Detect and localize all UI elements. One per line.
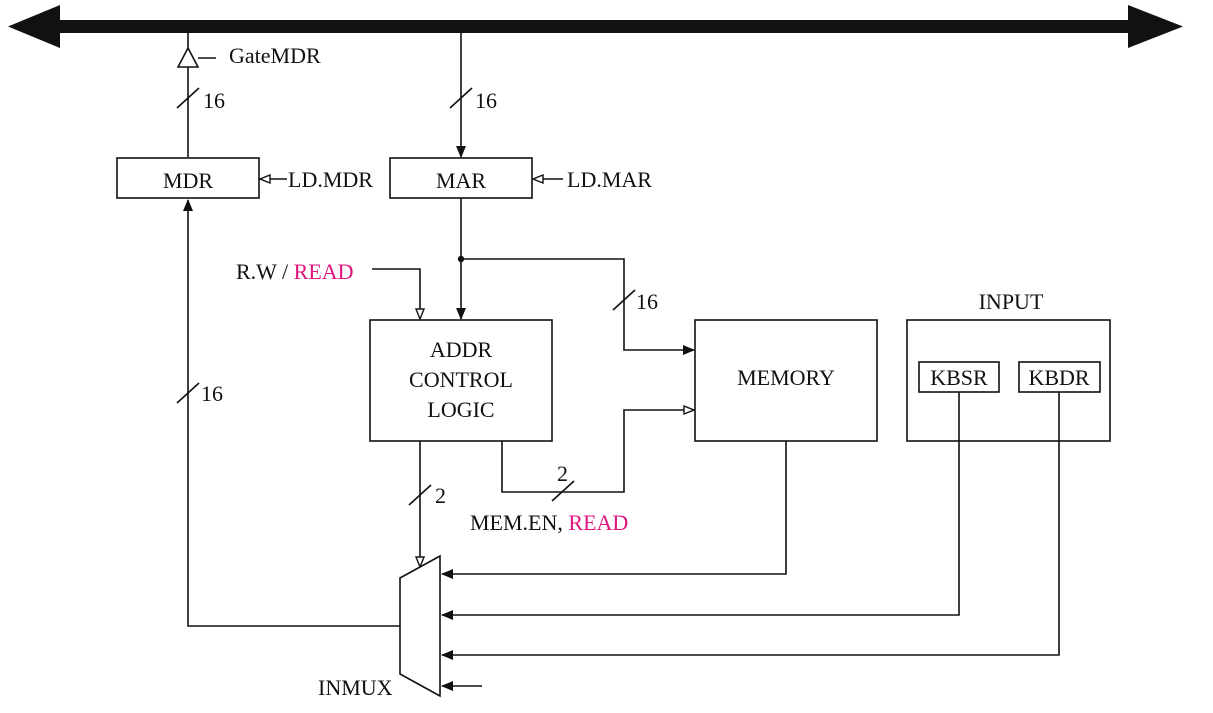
bus-to-mar-path: 16 xyxy=(449,33,497,158)
kbdr-register xyxy=(1018,361,1101,393)
kbdr-to-inmux-wire xyxy=(441,392,1060,660)
mem-en-label: MEM.EN, READ xyxy=(470,510,628,535)
kbdr-label: KBDR xyxy=(1028,365,1089,390)
bus-to-mar-width: 16 xyxy=(475,88,497,113)
inmux-label: INMUX xyxy=(318,675,393,700)
input-label: INPUT xyxy=(979,289,1044,314)
mar-block: MAR xyxy=(389,157,533,199)
bus-width-slash xyxy=(449,87,473,109)
input-device-block: INPUT KBSR KBDR xyxy=(906,289,1111,442)
system-bus xyxy=(8,5,1183,48)
gate-mdr-width: 16 xyxy=(203,88,225,113)
addr-control-logic-line-2: CONTROL xyxy=(409,367,513,392)
mux-icon xyxy=(399,554,441,698)
inmux-to-mdr-width: 16 xyxy=(201,381,223,406)
mar-to-memory-width: 16 xyxy=(636,289,658,314)
bus-width-slash xyxy=(612,289,636,311)
mar-address-path: 16 xyxy=(456,198,695,355)
bus-width-slash xyxy=(551,480,575,502)
bus-left-arrow-icon xyxy=(8,5,60,48)
ld-mdr-label: LD.MDR xyxy=(288,167,373,192)
addr-control-logic-line-3: LOGIC xyxy=(427,397,494,422)
mdr-block: MDR xyxy=(116,157,260,199)
ld-mar-label: LD.MAR xyxy=(567,167,652,192)
memory-to-inmux-wire xyxy=(441,441,787,579)
addr-control-logic-block: ADDR CONTROL LOGIC xyxy=(369,319,553,442)
gate-mdr-path: GateMDR 16 xyxy=(176,33,321,157)
kbsr-label: KBSR xyxy=(930,365,988,390)
addr-control-logic-line-1: ADDR xyxy=(430,337,493,362)
inmux: INMUX xyxy=(318,554,441,700)
mar-label: MAR xyxy=(436,168,486,193)
kbsr-to-inmux-wire xyxy=(441,392,960,620)
bus-width-slash xyxy=(176,87,200,109)
addr-to-inmux-width: 2 xyxy=(435,483,446,508)
mem-en-path: 2 MEM.EN, READ xyxy=(470,410,694,535)
mdr-label: MDR xyxy=(163,168,213,193)
inmux-to-mdr-path: 16 xyxy=(176,199,400,627)
gate-mdr-label: GateMDR xyxy=(229,43,321,68)
kbsr-register xyxy=(918,361,1000,393)
bus-width-slash xyxy=(408,484,432,506)
mem-en-width: 2 xyxy=(557,461,568,486)
rw-label: R.W / READ xyxy=(236,259,354,284)
memory-label: MEMORY xyxy=(737,365,835,390)
rw-control: R.W / READ xyxy=(236,259,420,319)
memory-block: MEMORY xyxy=(694,319,878,442)
bus-right-arrow-icon xyxy=(1128,5,1183,48)
bus-width-slash xyxy=(176,382,200,404)
tristate-buffer-icon xyxy=(176,46,200,68)
inmux-select-path: 2 xyxy=(408,441,446,567)
